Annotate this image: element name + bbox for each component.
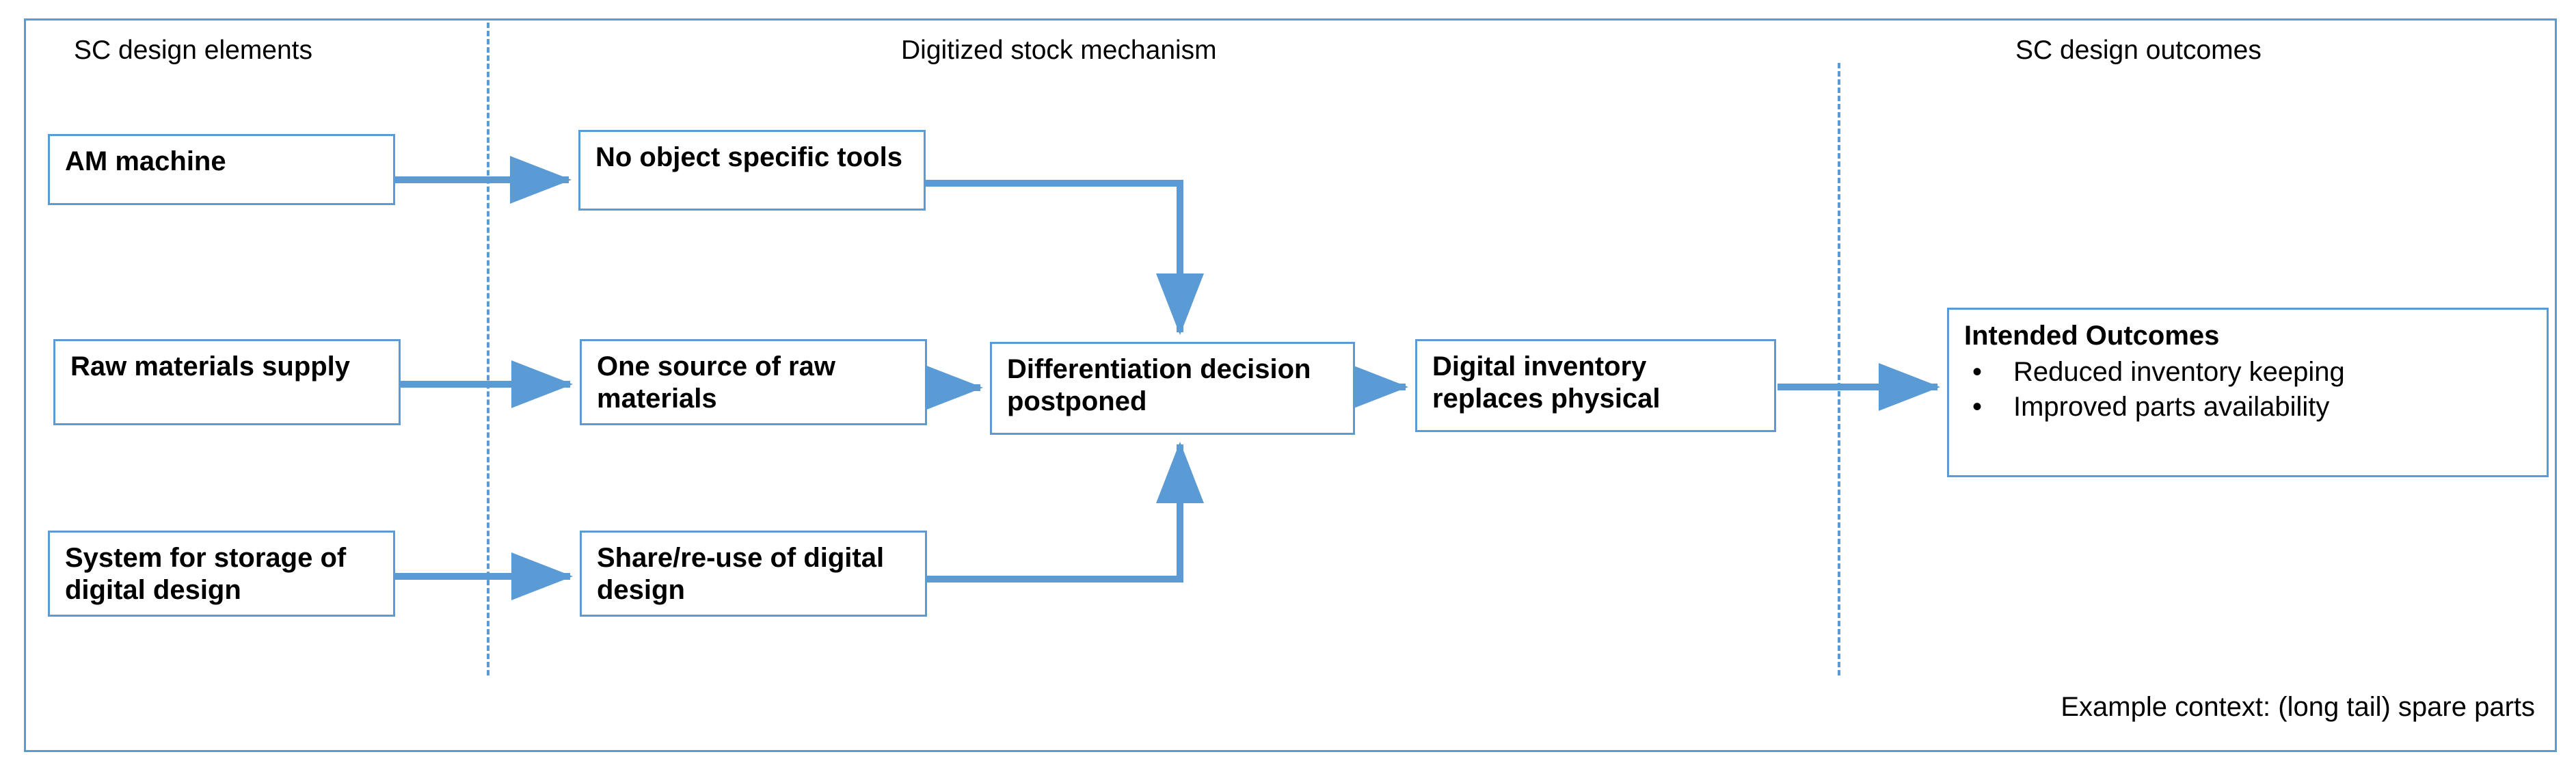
- node-system-for-storage-of-digital-design[interactable]: System for storage of digital design: [48, 531, 395, 617]
- column-header-digitized-stock-mechanism: Digitized stock mechanism: [901, 36, 1217, 65]
- node-no-object-specific-tools[interactable]: No object specific tools: [578, 130, 926, 211]
- bullet-icon: •: [1972, 357, 1983, 387]
- list-item-label: Improved parts availability: [2013, 392, 2330, 423]
- example-context-caption: Example context: (long tail) spare parts: [2061, 692, 2535, 722]
- node-digital-inventory-replaces-physical[interactable]: Digital inventory replaces physical: [1415, 339, 1776, 432]
- bullet-icon: •: [1972, 392, 1983, 423]
- column-header-sc-design-elements: SC design elements: [74, 36, 313, 65]
- node-intended-outcomes[interactable]: Intended Outcomes • Reduced inventory ke…: [1947, 308, 2549, 477]
- node-one-source-of-raw-materials[interactable]: One source of raw materials: [580, 339, 927, 425]
- column-divider-right: [1838, 63, 1840, 675]
- list-item: • Reduced inventory keeping: [1964, 355, 2533, 390]
- intended-outcomes-list: • Reduced inventory keeping • Improved p…: [1964, 355, 2533, 425]
- node-differentiation-decision-postponed[interactable]: Differentiation decision postponed: [990, 342, 1355, 435]
- column-header-sc-design-outcomes: SC design outcomes: [2015, 36, 2262, 65]
- node-raw-materials-supply[interactable]: Raw materials supply: [53, 339, 401, 425]
- node-am-machine[interactable]: AM machine: [48, 134, 395, 205]
- column-divider-left: [487, 23, 489, 675]
- node-share-re-use-of-digital-design[interactable]: Share/re-use of digital design: [580, 531, 927, 617]
- list-item-label: Reduced inventory keeping: [2013, 357, 2345, 387]
- list-item: • Improved parts availability: [1964, 390, 2533, 425]
- intended-outcomes-title: Intended Outcomes: [1964, 321, 2220, 351]
